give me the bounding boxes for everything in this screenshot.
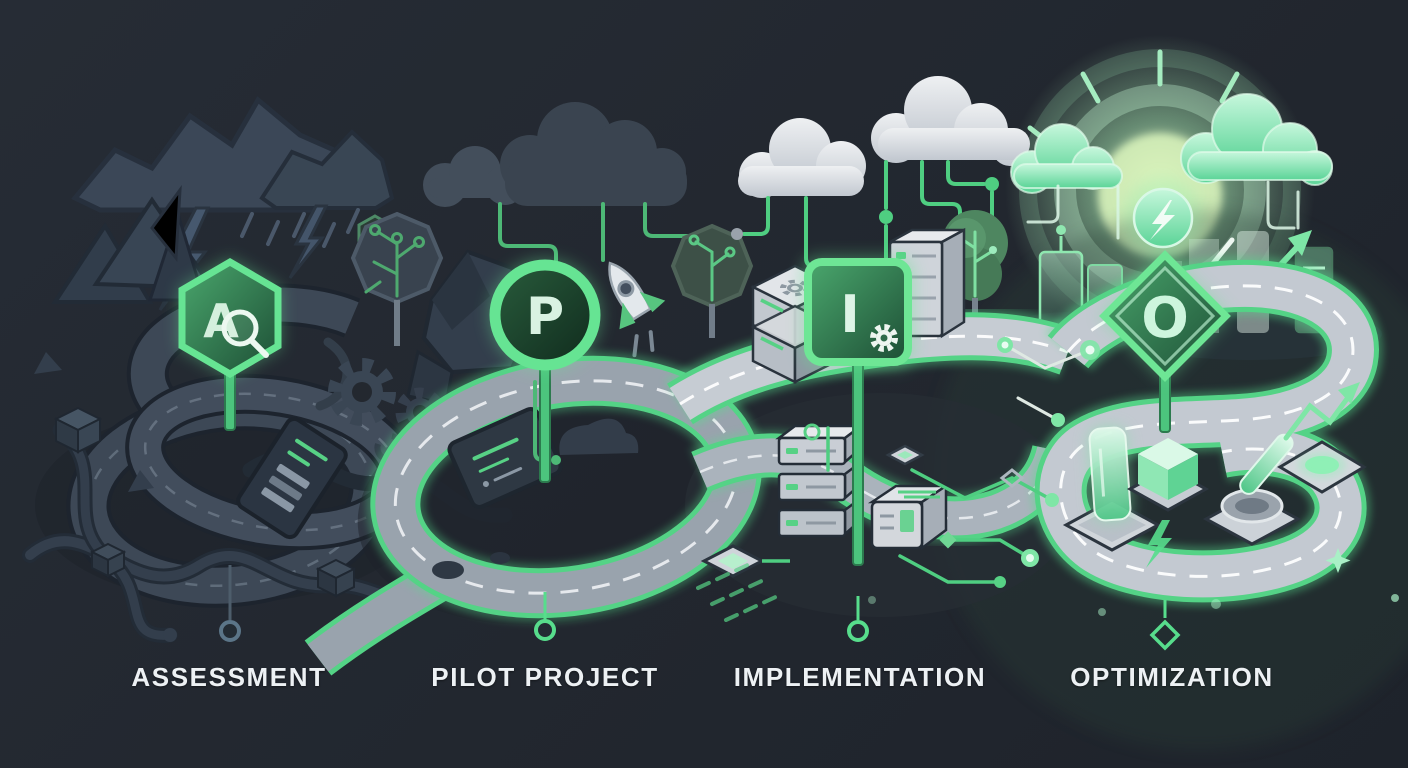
rocket-icon [608,261,666,358]
energy-bolt-icon [1123,178,1203,258]
stage-badge-pilot: P [489,259,601,641]
circuit-tree-icon [350,211,444,346]
growth-arrow-icon [1283,382,1360,441]
pilot-marker [534,619,556,641]
server-stack-icon [775,423,865,538]
assessment-marker [219,620,241,642]
sparkle-icon [868,548,1399,616]
circuit-tree-icon [670,223,754,338]
pebble [432,561,464,579]
chip-icon [700,444,925,578]
broken-mountain-icon [34,185,216,374]
platform-icon [1062,498,1162,552]
stage-badge-optimization: O [1099,250,1231,651]
data-cloud-icon [738,76,1030,198]
energy-bolt-icon [1146,520,1172,568]
debris-cube-icon [53,406,357,598]
dashed-motion-lines [696,560,784,622]
platform-icon [1277,440,1367,494]
pestle-icon [1202,433,1302,546]
stage-badge-implementation: I [802,256,914,642]
stage-badge-assessment: A [178,257,282,642]
circuit-node-icon [826,337,1100,588]
green-cloud-icon [1010,93,1333,240]
implementation-marker [847,620,869,642]
circuit-node-icon [551,455,561,465]
fallen-server-icon [236,416,348,540]
optimization-marker [1149,619,1181,651]
pilot-badge-letter: P [526,287,564,347]
magnifier-icon [221,309,269,358]
server-box-icon [867,483,951,551]
pebble [490,552,510,564]
gear-icon [870,324,898,352]
cloud-circuit-icon [423,102,701,284]
lightning-icon [288,204,329,279]
assessment-badge-letter: A [203,294,239,348]
optimization-badge-letter: O [1141,286,1189,351]
crystal-icon [1088,426,1132,522]
implementation-badge-letter: I [840,285,859,345]
cube-icon [1126,438,1210,512]
boulder-icon [559,418,639,455]
